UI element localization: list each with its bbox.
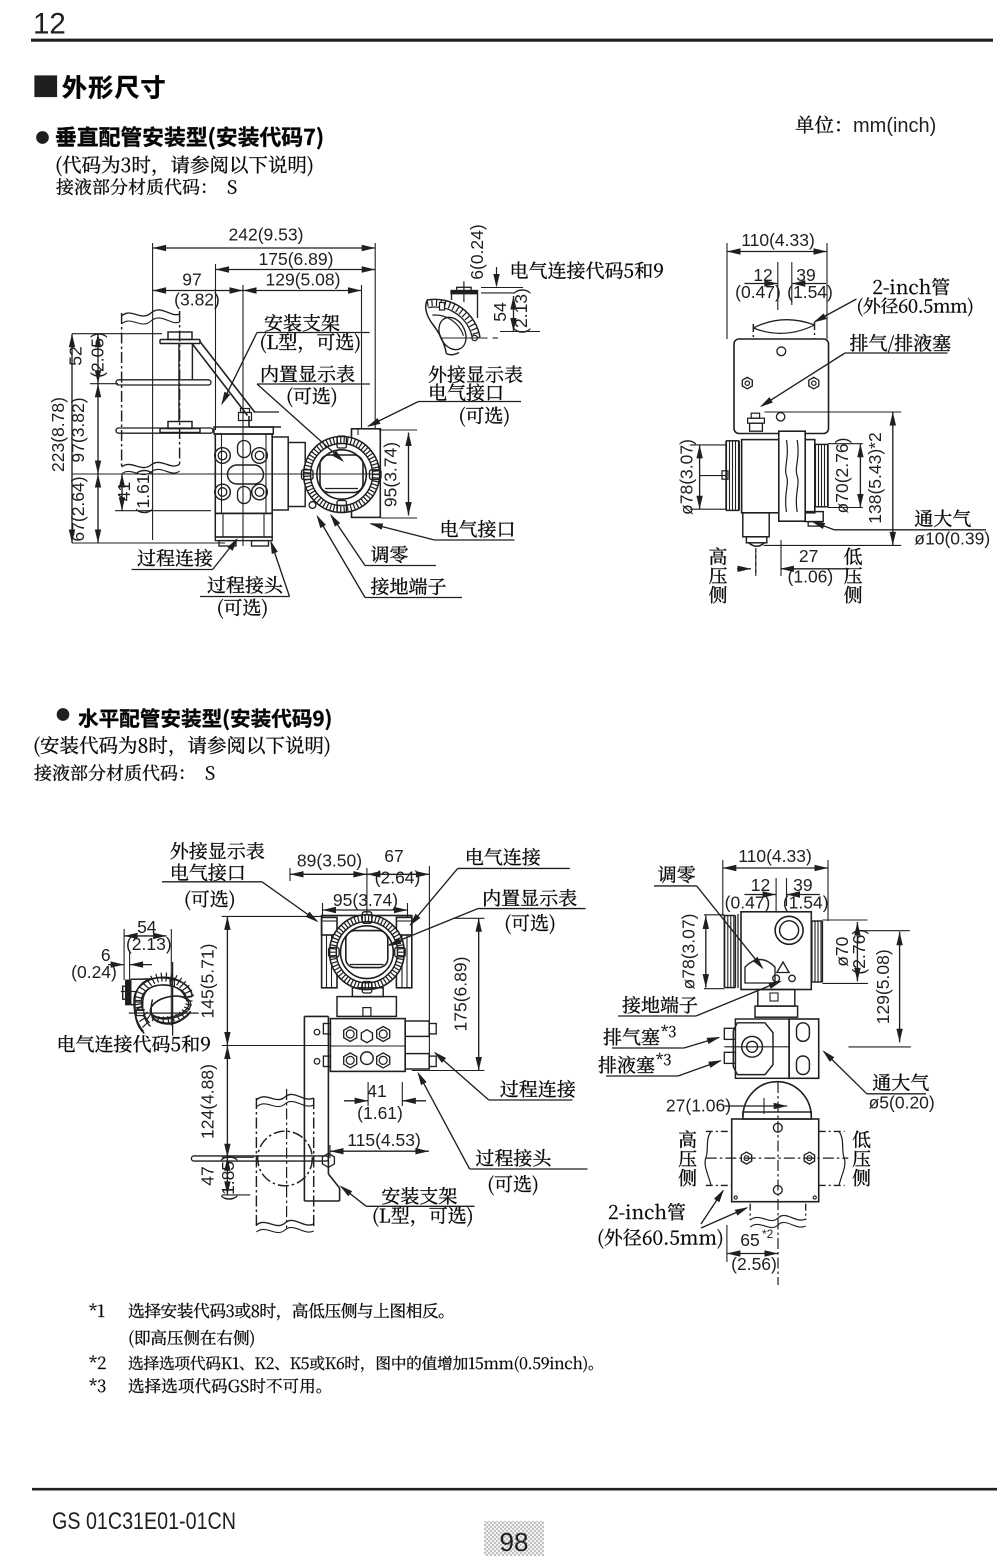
svg-text:GS 01C31E01-01CN: GS 01C31E01-01CN xyxy=(52,1508,236,1535)
svg-text:(3.82): (3.82) xyxy=(174,290,220,310)
svg-text:95(3.74): 95(3.74) xyxy=(381,442,401,507)
svg-text:mm(inch): mm(inch) xyxy=(853,115,936,137)
svg-text:(2.64): (2.64) xyxy=(375,868,421,888)
svg-text:27(1.06): 27(1.06) xyxy=(666,1096,731,1116)
svg-text:(1.54): (1.54) xyxy=(787,282,833,302)
svg-text:(1.85): (1.85) xyxy=(218,1155,238,1201)
svg-text:ø70: ø70 xyxy=(832,936,852,966)
svg-text:39: 39 xyxy=(796,265,815,285)
svg-text:223(8.78): 223(8.78) xyxy=(48,397,68,472)
svg-text:65: 65 xyxy=(740,1230,759,1250)
svg-text:(0.24): (0.24) xyxy=(71,962,117,982)
svg-text:(2.76): (2.76) xyxy=(849,929,869,975)
svg-text:67: 67 xyxy=(384,846,403,866)
svg-text:ø5(0.20): ø5(0.20) xyxy=(869,1093,935,1113)
svg-text:175(6.89): 175(6.89) xyxy=(451,957,471,1032)
svg-text:(2.13): (2.13) xyxy=(511,288,531,334)
svg-text:*2: *2 xyxy=(762,1227,774,1241)
svg-text:(1.61): (1.61) xyxy=(357,1103,403,1123)
svg-text:97: 97 xyxy=(182,270,201,290)
svg-text:95(3.74): 95(3.74) xyxy=(333,890,398,910)
svg-text:6: 6 xyxy=(101,945,111,965)
svg-text:110(4.33): 110(4.33) xyxy=(741,230,815,250)
svg-text:138(5.43)*2: 138(5.43)*2 xyxy=(865,432,885,523)
svg-text:97(3.82): 97(3.82) xyxy=(68,397,88,462)
svg-text:129(5.08): 129(5.08) xyxy=(873,949,893,1024)
svg-text:(2.05): (2.05) xyxy=(88,332,108,378)
svg-text:52: 52 xyxy=(66,346,86,365)
svg-text:41: 41 xyxy=(367,1081,386,1101)
svg-text:(1.61): (1.61) xyxy=(133,469,153,515)
svg-text:(1.54): (1.54) xyxy=(783,893,829,913)
svg-text:12: 12 xyxy=(33,8,66,41)
svg-text:(0.47): (0.47) xyxy=(735,282,781,302)
svg-text:47: 47 xyxy=(198,1166,218,1185)
svg-text:110(4.33): 110(4.33) xyxy=(738,846,812,866)
svg-text:129(5.08): 129(5.08) xyxy=(266,270,341,290)
svg-text:145(5.71): 145(5.71) xyxy=(198,944,218,1019)
svg-text:27: 27 xyxy=(799,546,818,566)
svg-text:242(9.53): 242(9.53) xyxy=(229,225,304,245)
svg-text:12: 12 xyxy=(751,875,770,895)
svg-text:ø10(0.39): ø10(0.39) xyxy=(914,529,990,549)
svg-text:115(4.53): 115(4.53) xyxy=(347,1130,421,1150)
svg-text:6(0.24): 6(0.24) xyxy=(467,224,487,279)
svg-text:54: 54 xyxy=(490,302,510,322)
svg-text:41: 41 xyxy=(114,482,134,501)
svg-text:54: 54 xyxy=(137,917,157,937)
svg-text:ø78(3.07): ø78(3.07) xyxy=(677,439,697,515)
svg-text:39: 39 xyxy=(793,875,812,895)
svg-text:(1.06): (1.06) xyxy=(788,567,834,587)
svg-text:12: 12 xyxy=(753,265,772,285)
svg-text:(0.47): (0.47) xyxy=(725,893,771,913)
svg-text:(2.56): (2.56) xyxy=(731,1254,777,1274)
svg-text:98: 98 xyxy=(500,1527,529,1557)
svg-text:ø78(3.07): ø78(3.07) xyxy=(679,914,699,990)
svg-text:89(3.50): 89(3.50) xyxy=(297,851,362,871)
svg-text:ø70(2.76): ø70(2.76) xyxy=(832,438,852,514)
svg-text:175(6.89): 175(6.89) xyxy=(259,249,334,269)
svg-text:124(4.88): 124(4.88) xyxy=(198,1064,218,1139)
svg-text:67(2.64): 67(2.64) xyxy=(68,476,88,541)
